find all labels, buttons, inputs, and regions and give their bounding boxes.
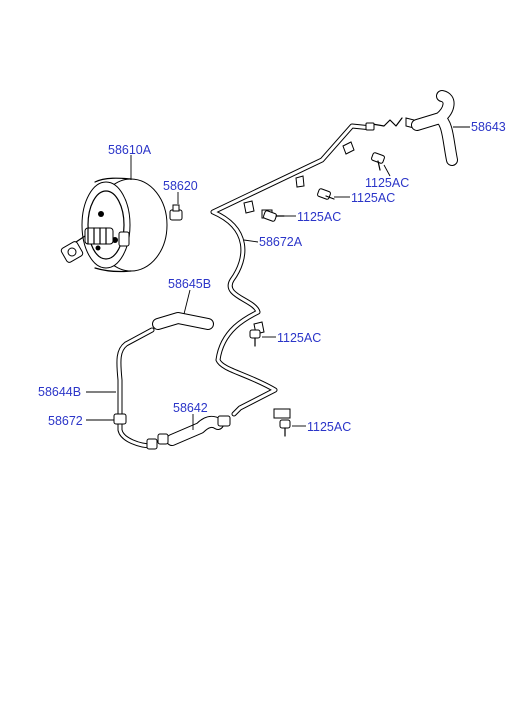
brake-booster[interactable]	[60, 177, 168, 273]
clip-left[interactable]	[113, 413, 127, 425]
label-hose-b: 58645B	[168, 277, 211, 291]
label-tube-left: 58644B	[38, 385, 81, 399]
label-bolt-4: 1125AC	[277, 331, 321, 345]
hose-upper-right[interactable]	[411, 90, 458, 166]
label-bolt-3: 1125AC	[297, 210, 341, 224]
bolt-5[interactable]	[279, 419, 291, 437]
tube-left[interactable]	[116, 327, 158, 450]
booster-nut[interactable]	[169, 204, 183, 221]
bolt-2[interactable]	[317, 188, 335, 200]
label-clip-left: 58672	[48, 414, 83, 428]
hose-b[interactable]	[152, 312, 214, 330]
bolt-1[interactable]	[371, 152, 385, 171]
bolt-4[interactable]	[249, 329, 261, 347]
tube-clip	[243, 117, 415, 419]
label-tube-main: 58672A	[259, 235, 303, 249]
label-bolt-1: 1125AC	[365, 176, 409, 190]
leader-tube-main	[243, 239, 259, 243]
label-bolt-5: 1125AC	[307, 420, 351, 434]
vacuum-tube-main[interactable]	[210, 117, 403, 417]
label-hose-lower: 58642	[173, 401, 208, 415]
bolt-3[interactable]	[263, 210, 285, 222]
label-bolt-2: 1125AC	[351, 191, 395, 205]
label-booster: 58610A	[108, 143, 152, 157]
label-hose-upper-right: 58643	[471, 120, 506, 134]
leader-bolt-1	[383, 164, 391, 177]
hose-lower[interactable]	[157, 415, 231, 446]
label-booster-nut: 58620	[163, 179, 198, 193]
leader-hose-b	[183, 289, 191, 315]
